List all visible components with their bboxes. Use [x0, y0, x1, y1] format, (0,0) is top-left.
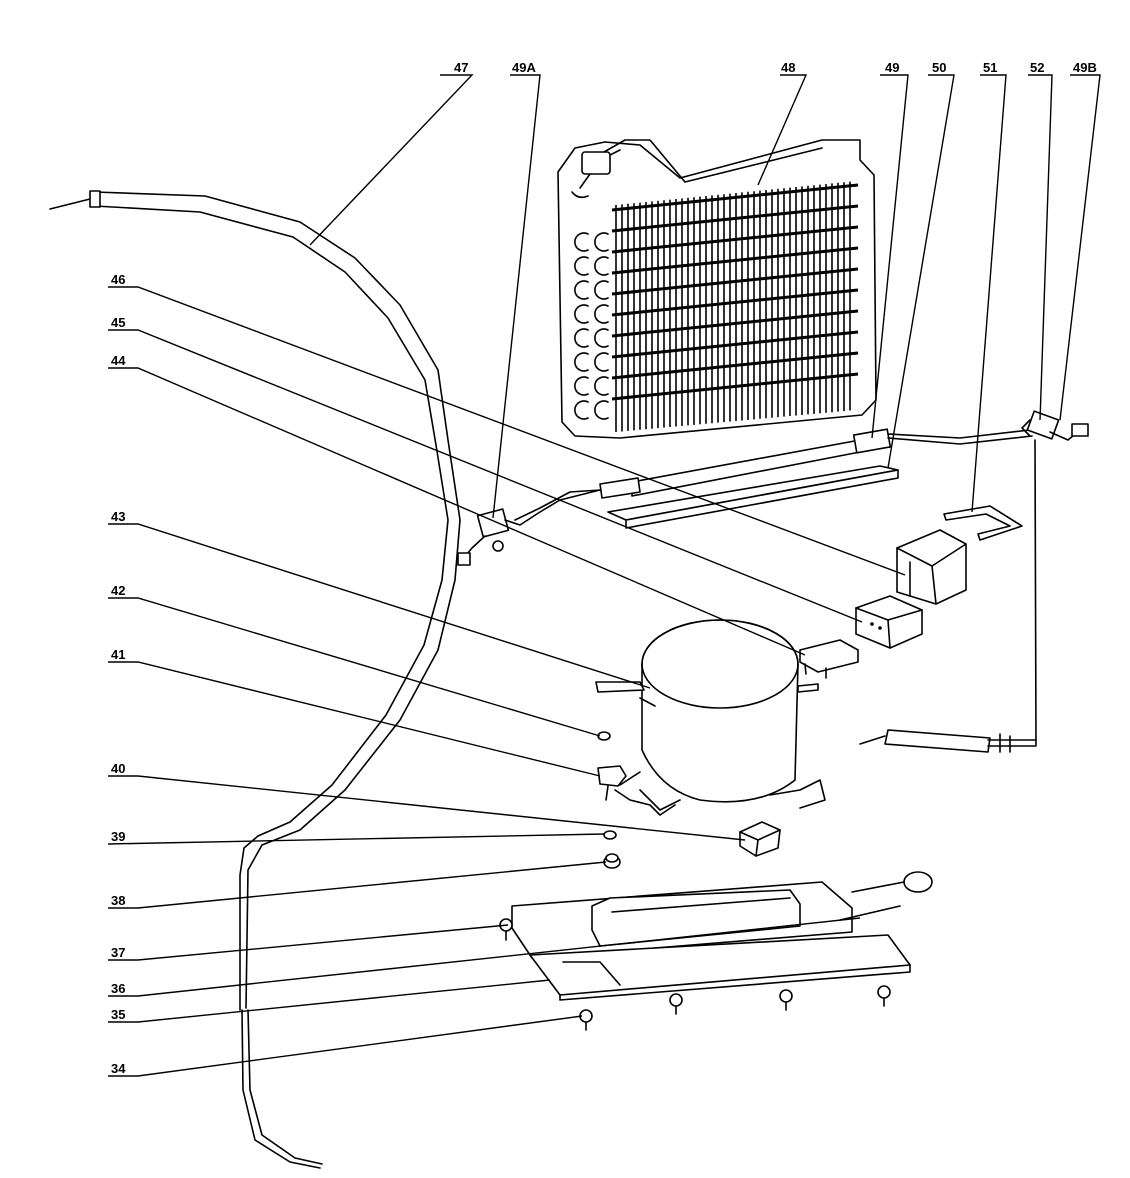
part-41-bolt — [597, 765, 627, 801]
label-51: 51 — [983, 60, 997, 75]
part-labels: 47 49A 48 49 50 51 52 49B 46 45 44 43 42… — [111, 60, 1097, 1076]
label-49a: 49A — [512, 60, 536, 75]
label-36: 36 — [111, 981, 125, 996]
part-49b-thermostat — [1021, 410, 1089, 746]
part-38-spacer — [603, 853, 621, 869]
label-50: 50 — [932, 60, 946, 75]
label-48: 48 — [781, 60, 795, 75]
label-49: 49 — [885, 60, 899, 75]
label-47: 47 — [454, 60, 468, 75]
label-38: 38 — [111, 893, 125, 908]
label-37: 37 — [111, 945, 125, 960]
part-43-compressor — [595, 619, 826, 816]
part-51-bracket — [943, 505, 1023, 541]
label-35: 35 — [111, 1007, 125, 1022]
label-41: 41 — [111, 647, 125, 662]
label-42: 42 — [111, 583, 125, 598]
label-49b: 49B — [1073, 60, 1097, 75]
leader-lines — [107, 74, 1101, 1077]
label-39: 39 — [111, 829, 125, 844]
part-35-screws — [499, 918, 891, 1031]
label-40: 40 — [111, 761, 125, 776]
part-50-drip-tray — [607, 465, 899, 529]
part-45-relay-box — [855, 595, 923, 649]
part-46-cover — [896, 529, 967, 605]
part-47-tube — [49, 190, 461, 1169]
label-52: 52 — [1030, 60, 1044, 75]
part-36-base-tray — [529, 934, 911, 1001]
label-45: 45 — [111, 315, 125, 330]
part-37-base-plate — [511, 871, 933, 959]
part-48-evaporator — [557, 139, 877, 439]
part-39-washer — [603, 830, 617, 840]
label-43: 43 — [111, 509, 125, 524]
label-44: 44 — [111, 353, 126, 368]
part-40-overload — [739, 821, 781, 857]
part-52-drier — [859, 729, 1037, 753]
label-34: 34 — [111, 1061, 126, 1076]
part-49-heater — [514, 428, 1033, 521]
part-49a-thermostat — [457, 489, 601, 566]
label-46: 46 — [111, 272, 125, 287]
part-44-clip — [799, 639, 859, 679]
